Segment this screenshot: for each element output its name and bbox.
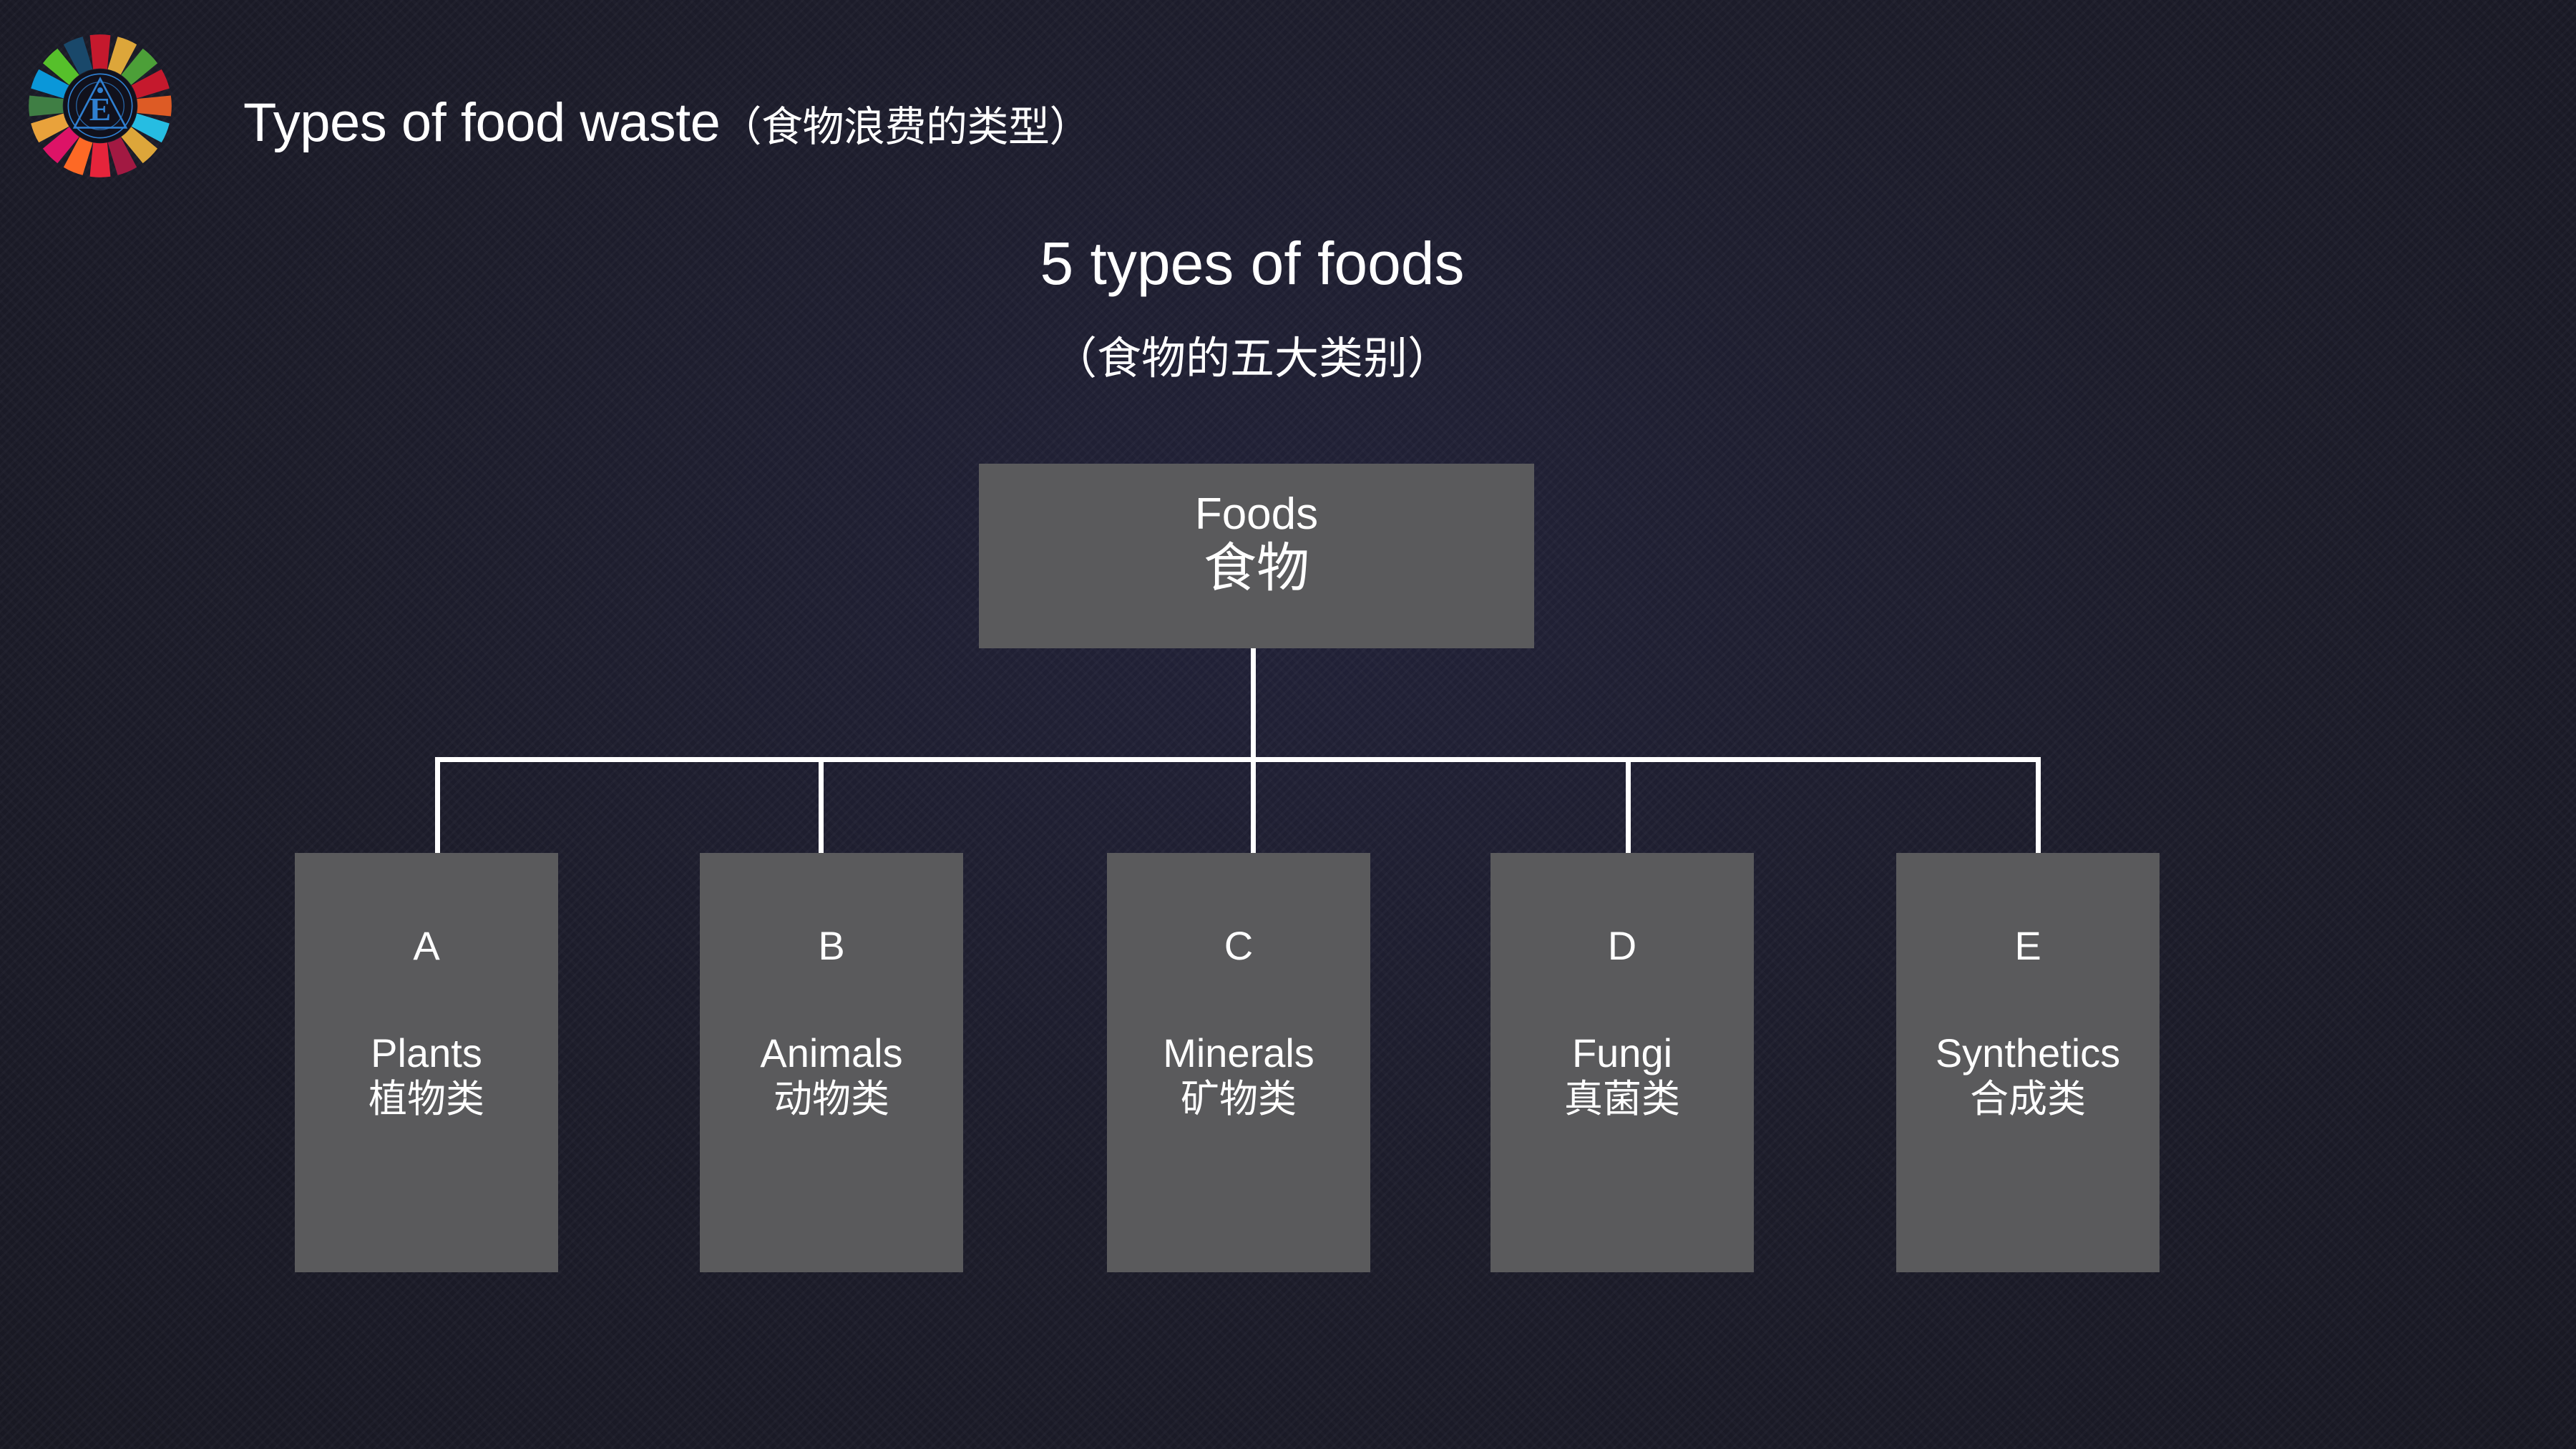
page-title-en: Types of food waste: [243, 92, 721, 153]
node-a-plants[interactable]: A Plants 植物类: [295, 853, 558, 1272]
node-d-body: Fungi 真菌类: [1491, 1030, 1754, 1122]
node-a-letter: A: [413, 923, 440, 968]
node-c-minerals[interactable]: C Minerals 矿物类: [1107, 853, 1370, 1272]
page-title: Types of food waste（食物浪费的类型）: [243, 92, 1091, 154]
node-d-letter: D: [1607, 923, 1637, 968]
node-e-letter: E: [2014, 923, 2041, 968]
node-d-fungi[interactable]: D Fungi 真菌类: [1491, 853, 1754, 1272]
connector-drop-c: [1251, 757, 1256, 854]
subtitle-zh: （食物的五大类别）: [1052, 332, 1452, 384]
node-e-label-zh: 合成类: [1970, 1075, 2086, 1121]
node-b-letter: B: [818, 923, 845, 968]
connector-drop-e: [2036, 757, 2041, 854]
node-d-label-zh: 真菌类: [1564, 1075, 1680, 1121]
node-a-label-en: Plants: [371, 1030, 482, 1075]
node-c-body: Minerals 矿物类: [1107, 1030, 1370, 1122]
node-c-label-zh: 矿物类: [1181, 1075, 1297, 1121]
connector-drop-d: [1626, 757, 1631, 854]
node-e-label-en: Synthetics: [1935, 1030, 2121, 1075]
node-c-letter: C: [1224, 923, 1254, 968]
node-e-body: Synthetics 合成类: [1896, 1030, 2160, 1122]
connector-horizontal-bus: [435, 757, 2041, 762]
subtitle-en: 5 types of foods: [1040, 230, 1465, 297]
node-a-body: Plants 植物类: [295, 1030, 558, 1122]
node-e-synthetics[interactable]: E Synthetics 合成类: [1896, 853, 2160, 1272]
node-a-label-zh: 植物类: [369, 1075, 484, 1121]
node-b-animals[interactable]: B Animals 动物类: [700, 853, 963, 1272]
node-root-foods[interactable]: Foods 食物: [979, 464, 1534, 648]
sdg-wheel-logo-icon: E: [19, 23, 182, 189]
node-b-label-zh: 动物类: [774, 1075, 889, 1121]
connector-trunk: [1251, 645, 1256, 761]
node-root-label-zh: 食物: [1204, 537, 1309, 599]
connector-drop-a: [435, 757, 440, 854]
page-title-zh: （食物浪费的类型）: [720, 102, 1091, 151]
node-d-label-en: Fungi: [1571, 1030, 1673, 1075]
node-b-body: Animals 动物类: [700, 1030, 963, 1122]
node-c-label-en: Minerals: [1163, 1030, 1314, 1075]
node-b-label-en: Animals: [760, 1030, 903, 1075]
node-root-label-en: Foods: [1194, 489, 1319, 539]
svg-text:E: E: [89, 91, 111, 127]
connector-drop-b: [819, 757, 824, 854]
